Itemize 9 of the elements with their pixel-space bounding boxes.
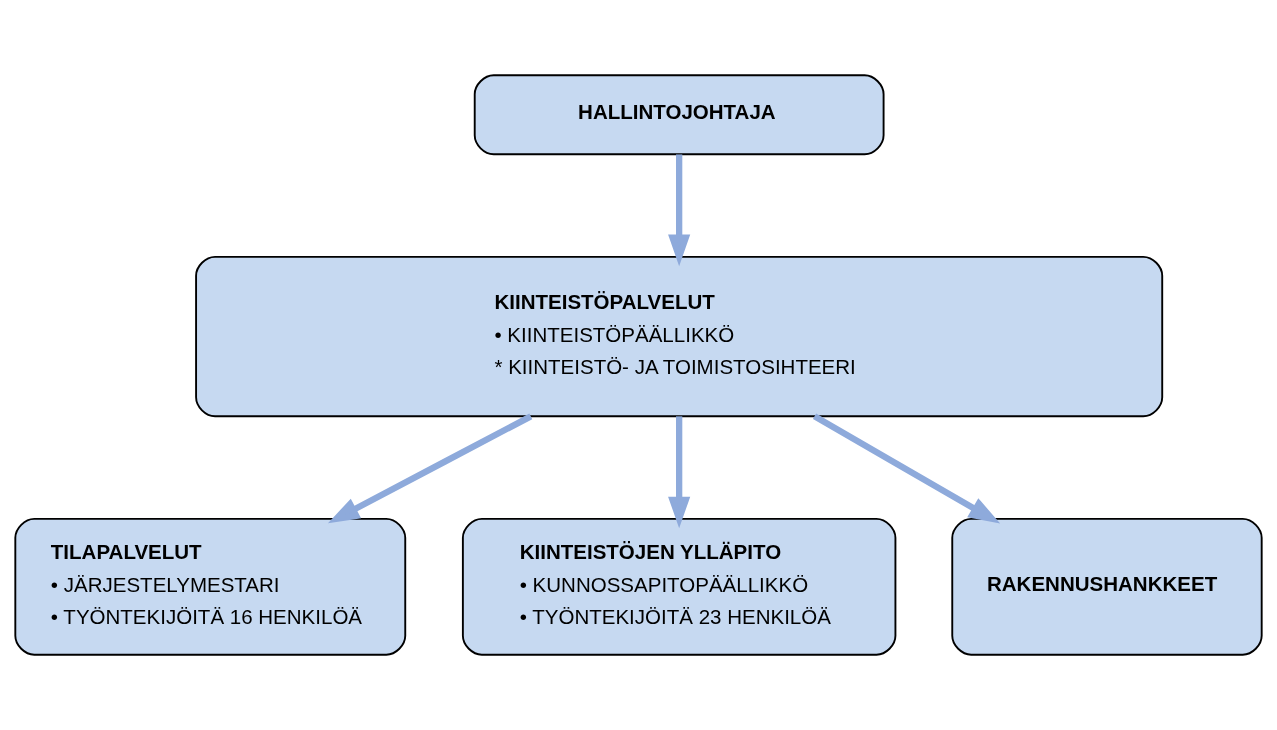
arrow — [668, 416, 691, 529]
node-box: KIINTEISTÖJEN YLLÄPITO • KUNNOSSAPITOPÄÄLLIKKÖ • TYÖNTEKIJÖITÄ 23 HENKILÖÄ — [461, 517, 897, 656]
node-box: RAKENNUSHANKKEET — [951, 517, 1263, 656]
node-box: KIINTEISTÖPALVELUT • KIINTEISTÖPÄÄLLIKKÖ * KIINTEISTÖ- JA TOIMISTOSIHTEERI — [195, 255, 1164, 418]
node-box: HALLINTOJOHTAJA — [473, 74, 885, 156]
arrow — [327, 413, 533, 524]
arrow — [812, 413, 1001, 524]
node-box: TILAPALVELUT • JÄRJESTELYMESTARI • TYÖNTEKIJÖITÄ 16 HENKILÖÄ — [14, 517, 407, 656]
arrow — [668, 154, 691, 267]
